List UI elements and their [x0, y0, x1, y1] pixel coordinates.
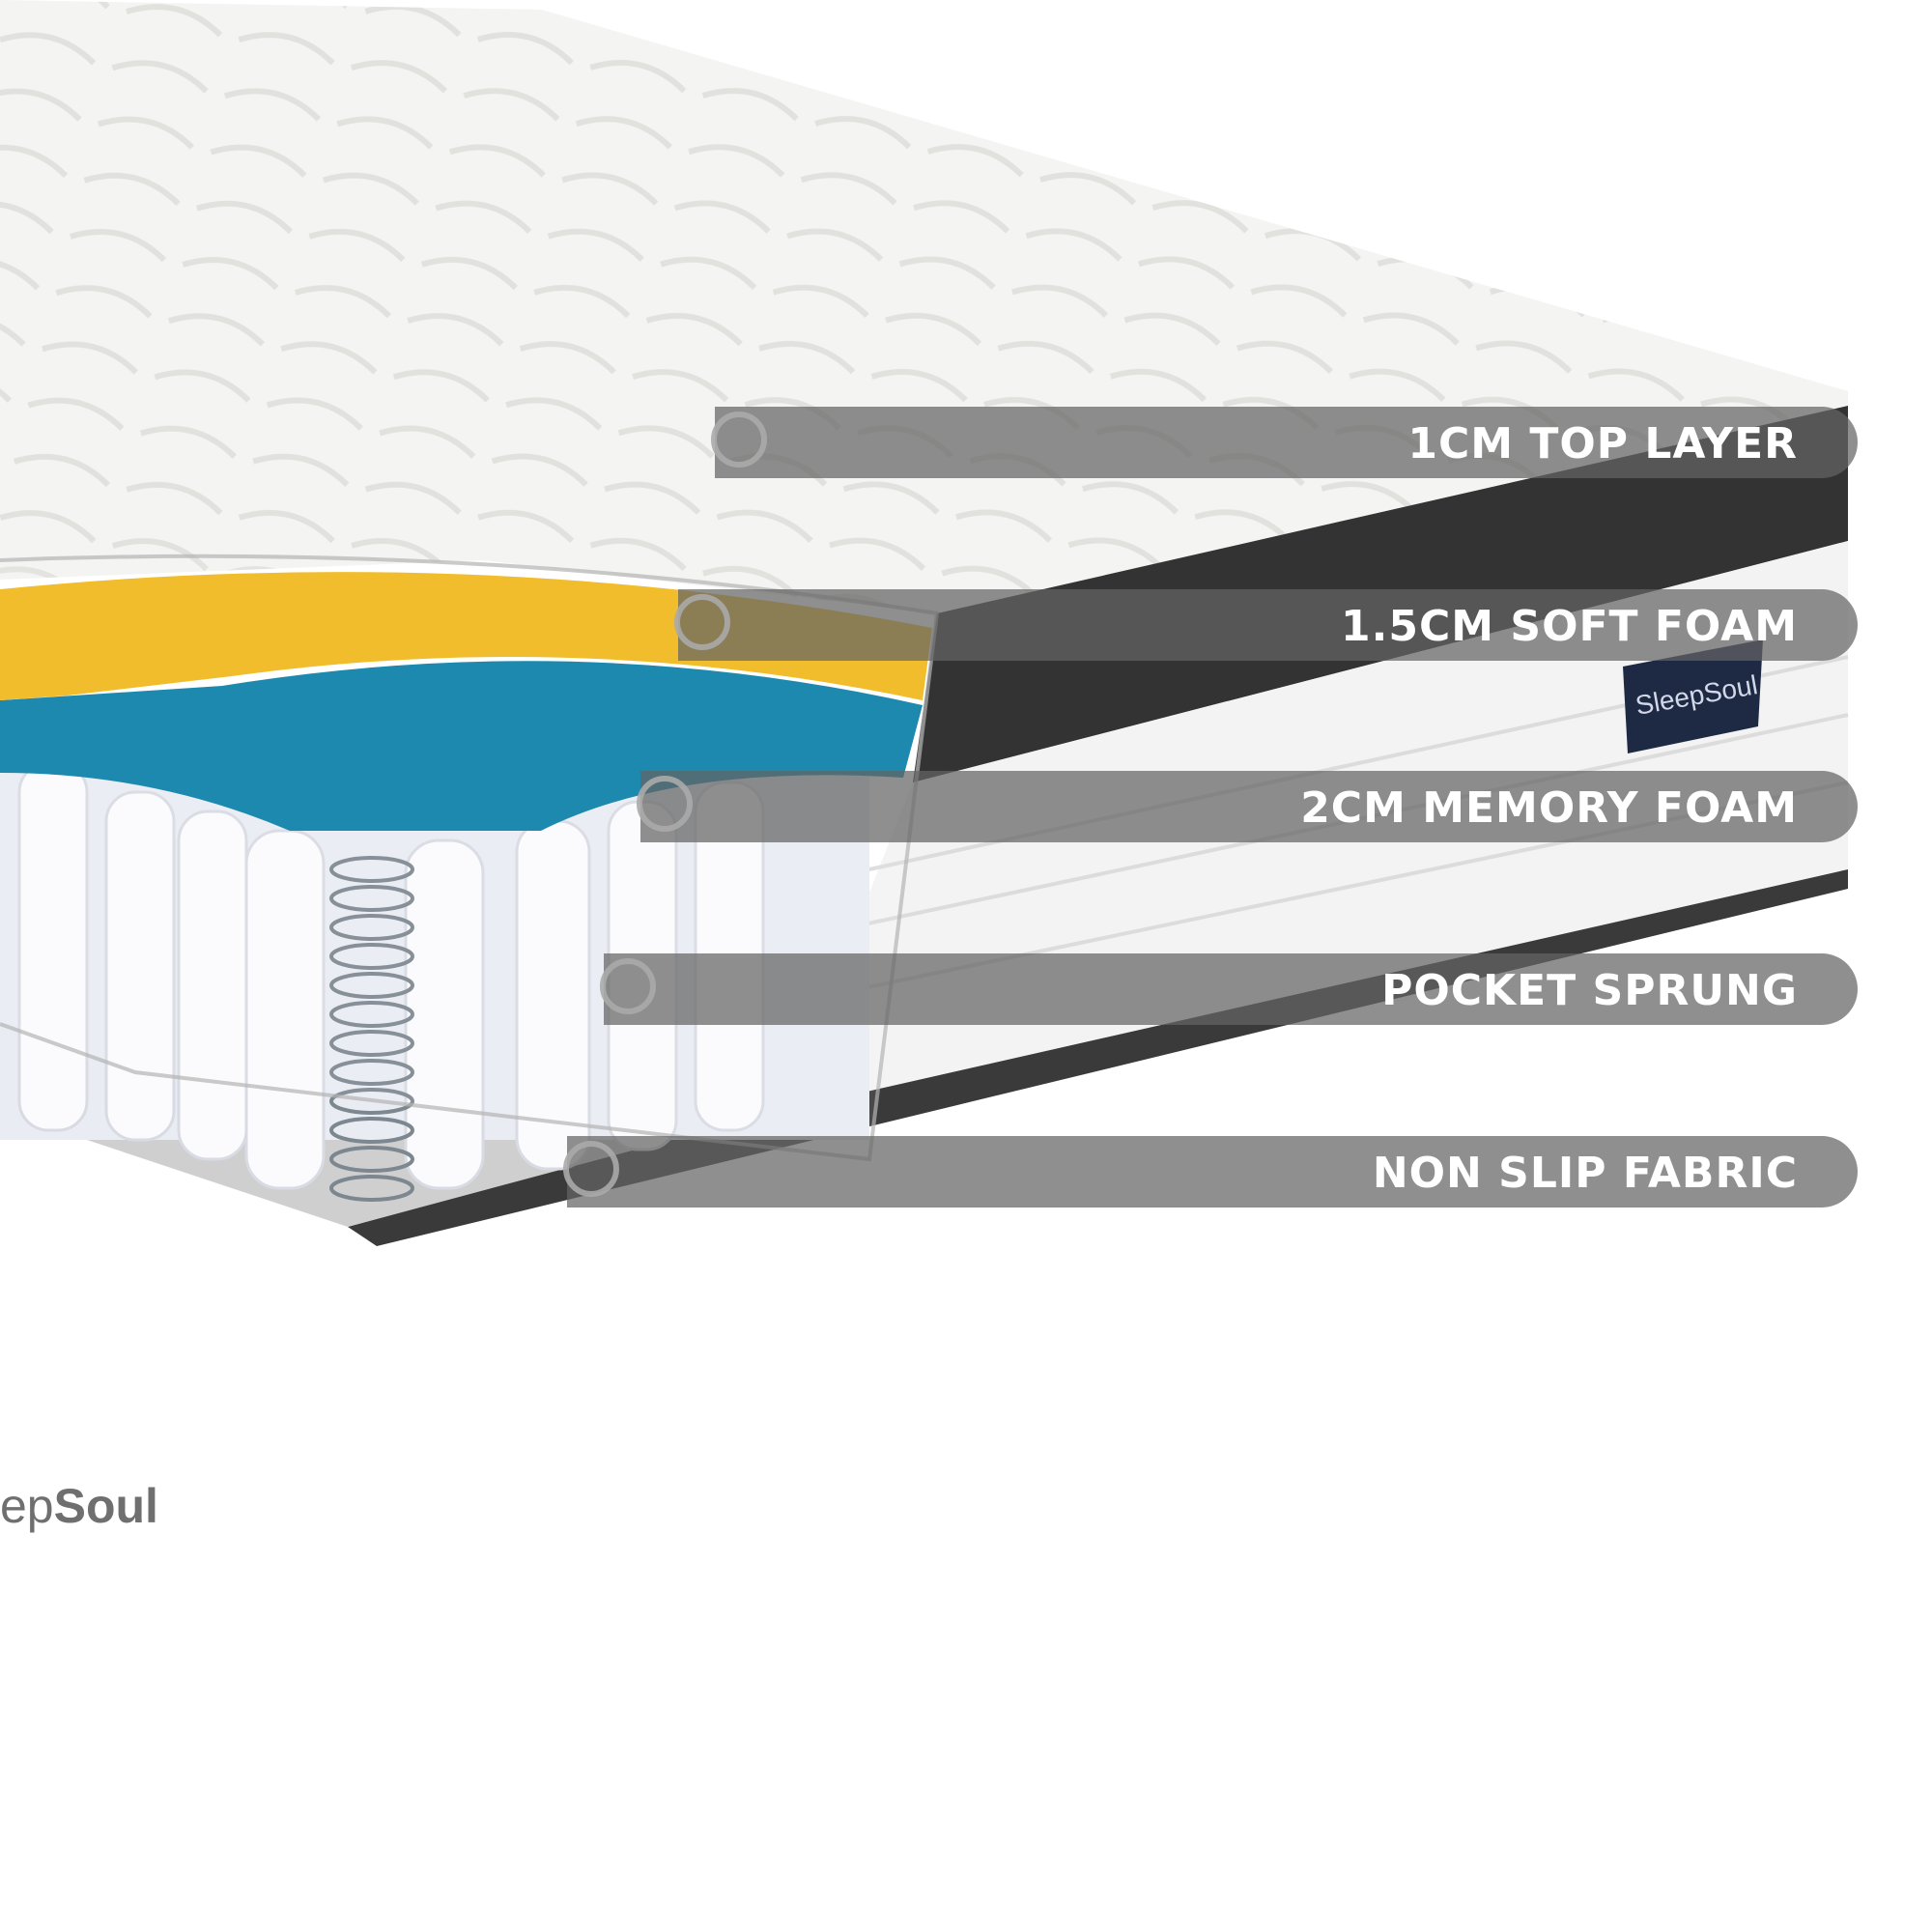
- callout-memory-foam: 2CM MEMORY FOAM: [637, 771, 1858, 842]
- memory-foam-layer: [0, 661, 923, 831]
- coil-spring: [329, 856, 414, 1202]
- callout-dot-icon: [637, 776, 693, 832]
- callout-dot-icon: [711, 412, 767, 468]
- brand-logo: epSoul: [0, 1478, 158, 1534]
- callout-label: 2CM MEMORY FOAM: [1300, 783, 1798, 833]
- callout-dot-icon: [563, 1141, 619, 1197]
- callout-label: NON SLIP FABRIC: [1372, 1149, 1798, 1198]
- callout-label: 1CM TOP LAYER: [1407, 419, 1798, 469]
- callout-soft-foam: 1.5CM SOFT FOAM: [674, 589, 1858, 661]
- brand-tag: [1623, 639, 1763, 753]
- callout-dot-icon: [600, 958, 656, 1014]
- callout-dot-icon: [674, 594, 730, 650]
- callout-label: 1.5CM SOFT FOAM: [1341, 602, 1798, 651]
- logo-text-light: ep: [0, 1479, 54, 1533]
- logo-text-bold: Soul: [53, 1479, 158, 1533]
- callout-pocket-sprung: POCKET SPRUNG: [600, 953, 1858, 1025]
- callout-label: POCKET SPRUNG: [1381, 966, 1798, 1015]
- callout-top-layer: 1CM TOP LAYER: [711, 407, 1858, 478]
- callout-non-slip-fabric: NON SLIP FABRIC: [563, 1136, 1858, 1208]
